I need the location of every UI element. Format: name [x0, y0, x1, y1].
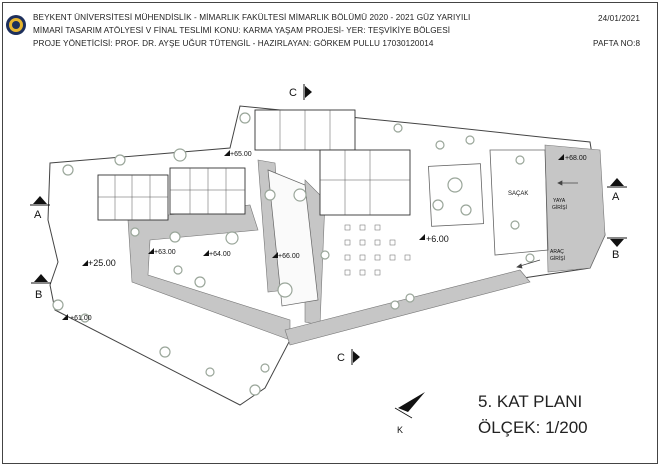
section-c-label-bottom: C [337, 352, 345, 364]
pedestrian-entrance-label-1: YAYA [553, 198, 566, 204]
header-line-2: MİMARİ TASARIM ATÖLYESİ V FİNAL TESLİMİ … [33, 26, 451, 35]
elevation-64: +64.00 [209, 251, 231, 258]
north-label: K [397, 425, 403, 435]
title-block: 5. KAT PLANI ÖLÇEK: 1/200 [478, 392, 588, 438]
plan-title: 5. KAT PLANI [478, 392, 583, 411]
section-a-left [30, 196, 50, 206]
section-b-left [31, 274, 51, 284]
section-c-label-top: C [289, 87, 297, 99]
section-b-label-right: B [612, 249, 619, 261]
sheet-number: PAFTA NO:8 [593, 39, 641, 48]
trees [52, 112, 535, 396]
vehicle-entrance-label-1: ARAÇ [550, 249, 564, 255]
section-a-label-right: A [612, 191, 620, 203]
canopy-label: SAÇAK [508, 191, 528, 197]
section-a-right [607, 178, 627, 188]
section-b-right [607, 237, 627, 247]
interior-walls [98, 110, 410, 220]
header-line-1: BEYKENT ÜNİVERSİTESİ MÜHENDİSLİK - MİMAR… [33, 13, 471, 22]
elevation-6: +6.00 [426, 234, 449, 244]
header-date: 24/01/2021 [598, 14, 640, 23]
courtyard [267, 169, 319, 307]
elevation-65-top: +65.00 [230, 151, 252, 158]
elevation-markers [62, 150, 564, 320]
university-logo [6, 15, 26, 35]
elevation-63: +63.00 [154, 249, 176, 256]
elevation-66: +66.00 [278, 253, 300, 260]
cafe-tables [344, 224, 411, 276]
section-c-top [303, 84, 312, 100]
canopy-area [489, 149, 549, 256]
elevation-68: +68.00 [565, 155, 587, 162]
section-b-label-left: B [35, 289, 42, 301]
sheet-border [2, 2, 658, 464]
entrance-arrows [516, 180, 578, 269]
pedestrian-entrance-label-2: GİRİŞİ [552, 204, 567, 211]
elevation-61: +61.00 [70, 315, 92, 322]
plan-scale: ÖLÇEK: 1/200 [478, 418, 588, 437]
header-line-3: PROJE YÖNETİCİSİ: PROF. DR. AYŞE UĞUR TÜ… [33, 39, 434, 48]
north-arrow-icon [394, 392, 425, 419]
vehicle-entrance-label-2: GİRİŞİ [550, 255, 565, 262]
section-c-bottom [351, 349, 360, 365]
plaza-square [428, 163, 484, 227]
section-a-label-left: A [34, 209, 42, 221]
elevation-25: +25.00 [88, 258, 116, 268]
